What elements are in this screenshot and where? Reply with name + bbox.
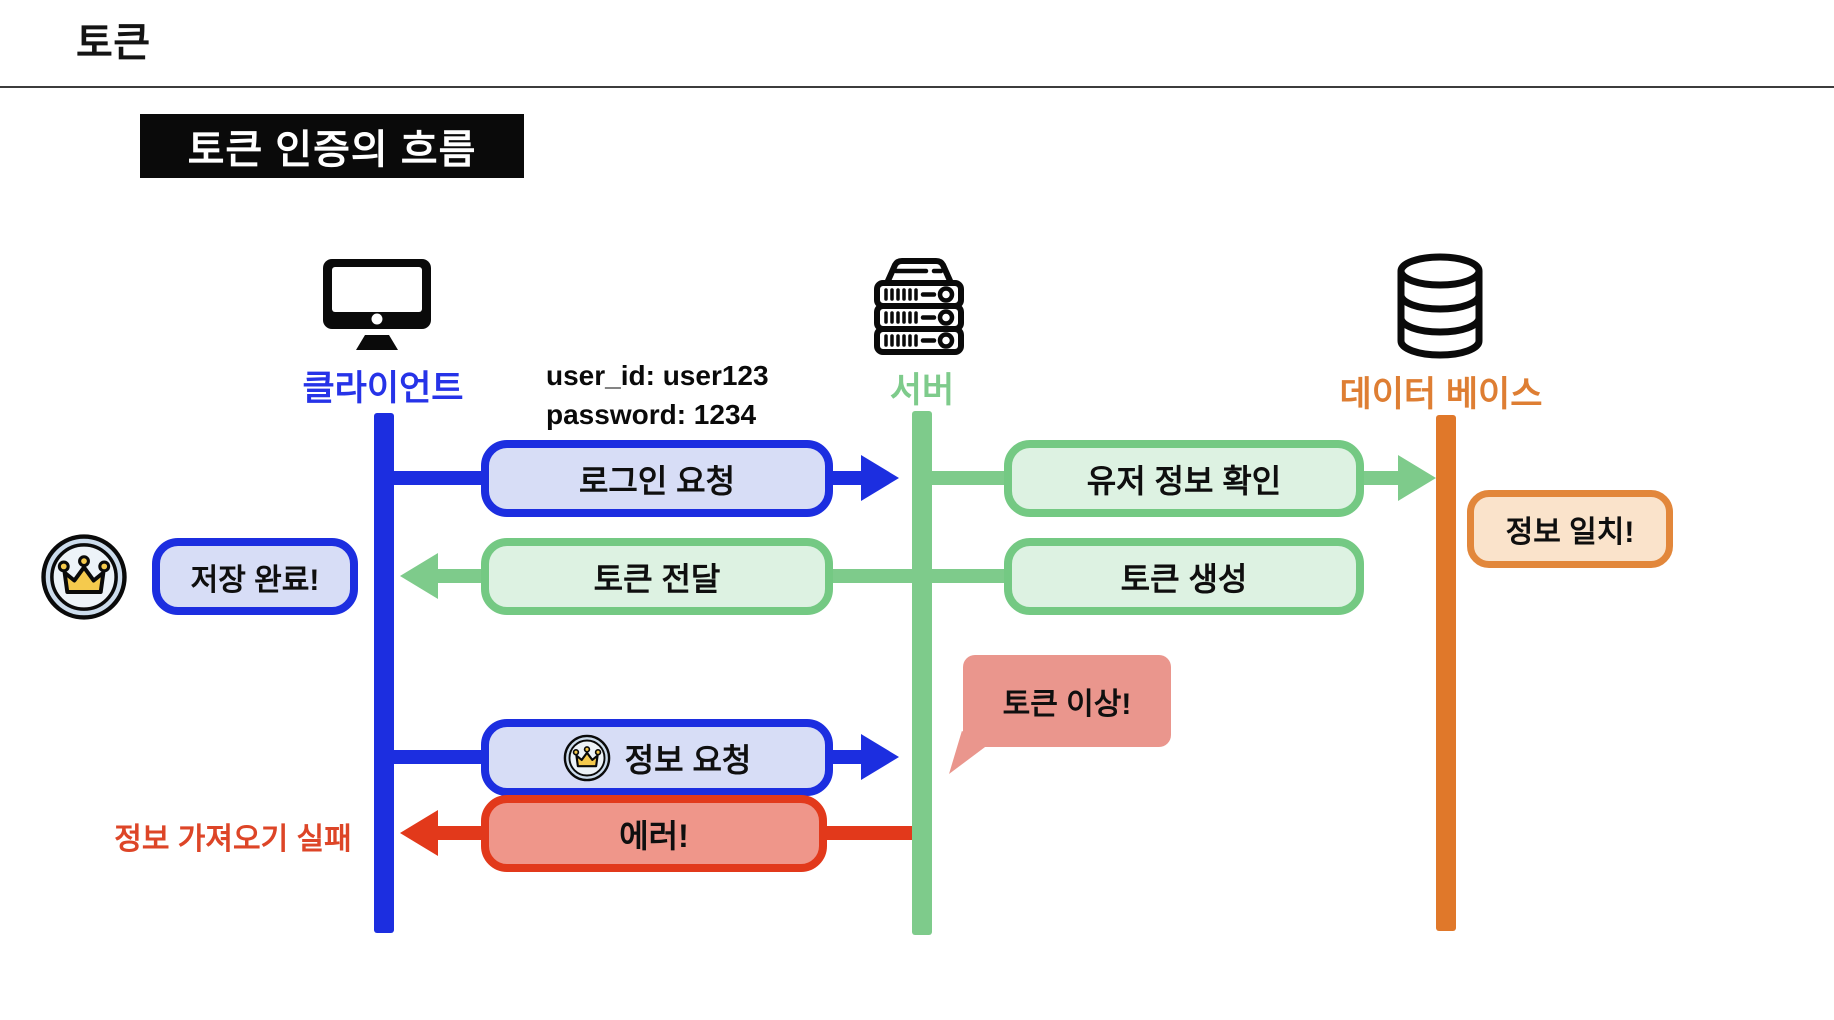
server-lifeline — [912, 411, 932, 935]
database-cylinder-icon — [1390, 250, 1490, 364]
check-user-arrowhead — [1398, 455, 1436, 501]
save-complete-box: 저장 완료! — [152, 538, 358, 615]
info-request-line-left — [394, 750, 481, 764]
info-request-label: 정보 요청 — [624, 741, 752, 778]
crown-badge-icon — [40, 533, 128, 621]
token-delivery-label: 토큰 전달 — [593, 560, 721, 597]
client-lifeline — [374, 413, 394, 933]
server-rack-icon — [866, 254, 972, 360]
save-complete-label: 저장 완료! — [190, 563, 320, 597]
check-user-line-left — [932, 471, 1004, 485]
check-user-info-label: 유저 정보 확인 — [1086, 462, 1282, 499]
credentials-note: user_id: user123 password: 1234 — [546, 356, 769, 434]
login-request-line-right — [833, 471, 861, 485]
server-label: 서버 — [889, 371, 955, 410]
error-label: 에러! — [619, 817, 689, 854]
token-creation-box: 토큰 생성 — [1004, 538, 1364, 615]
crown-icon-small — [563, 734, 611, 782]
login-request-arrowhead — [861, 455, 899, 501]
info-match-label: 정보 일치! — [1505, 516, 1635, 549]
login-request-box: 로그인 요청 — [481, 440, 833, 517]
heading-box: 토큰 인증의 흐름 — [140, 114, 524, 178]
token-delivery-line-left — [438, 569, 481, 583]
info-match-box: 정보 일치! — [1467, 490, 1673, 568]
page-title: 토큰 — [76, 21, 151, 65]
token-error-label: 토큰 이상! — [1002, 688, 1132, 721]
info-request-box: 정보 요청 — [481, 719, 833, 796]
token-error-bubble: 토큰 이상! — [963, 655, 1171, 747]
client-label: 클라이언트 — [302, 369, 464, 408]
error-box: 에러! — [481, 795, 827, 872]
info-request-arrowhead — [861, 734, 899, 780]
header-divider — [0, 86, 1834, 88]
login-request-label: 로그인 요청 — [578, 462, 736, 499]
token-creation-label: 토큰 생성 — [1120, 560, 1248, 597]
fetch-failed-label: 정보 가져오기 실패 — [114, 823, 352, 856]
database-lifeline — [1436, 415, 1456, 931]
token-delivery-box: 토큰 전달 — [481, 538, 833, 615]
credentials-password: password: 1234 — [546, 399, 757, 430]
heading-label: 토큰 인증의 흐름 — [187, 128, 477, 172]
error-line-right — [827, 826, 912, 840]
check-user-line-right — [1364, 471, 1398, 485]
check-user-info-box: 유저 정보 확인 — [1004, 440, 1364, 517]
login-request-line-left — [394, 471, 481, 485]
token-delivery-arrowhead — [400, 553, 438, 599]
error-arrowhead — [400, 810, 438, 856]
monitor-icon — [320, 256, 434, 358]
credentials-user-id: user_id: user123 — [546, 360, 769, 391]
error-line-left — [438, 826, 481, 840]
info-request-line-right — [833, 750, 861, 764]
database-label: 데이터 베이스 — [1339, 375, 1543, 414]
